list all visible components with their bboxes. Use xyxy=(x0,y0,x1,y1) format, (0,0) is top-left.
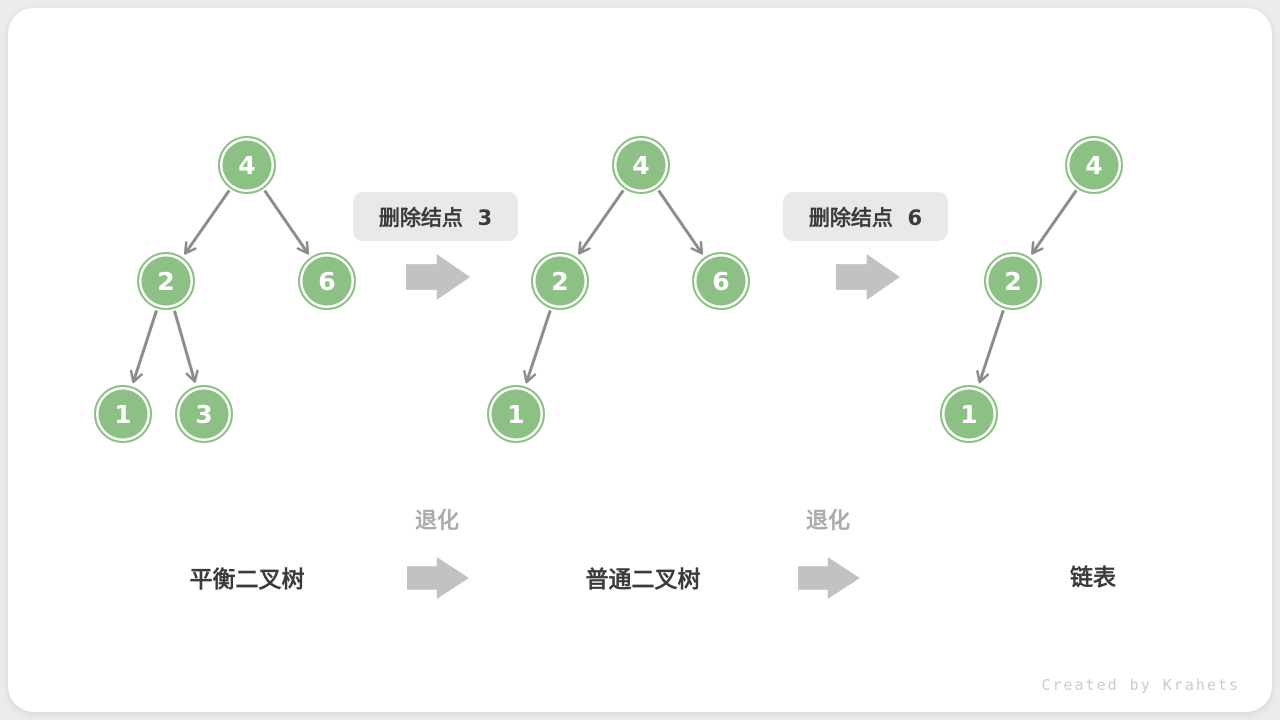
edge-t3-4-2 xyxy=(1030,189,1078,255)
tree3-node-2: 2 xyxy=(984,252,1042,310)
stage-balanced-binary-tree: 平衡二叉树 xyxy=(189,567,305,593)
degenerate-label-1: 退化 xyxy=(414,509,460,534)
edge-t2-2-1 xyxy=(523,309,552,384)
tree1-node-2: 2 xyxy=(137,252,195,310)
tree2-node-6: 6 xyxy=(692,252,750,310)
edge-t2-4-6 xyxy=(657,189,704,255)
delete-node-6-label: 删除结点 6 xyxy=(783,192,948,241)
tree3-node-4: 4 xyxy=(1065,136,1123,194)
stage-ordinary-binary-tree: 普通二叉树 xyxy=(585,567,701,593)
edge-t1-2-3 xyxy=(173,310,199,383)
edge-t3-2-1 xyxy=(976,309,1005,384)
tree2-node-2: 2 xyxy=(531,252,589,310)
edge-t1-2-1 xyxy=(129,310,158,384)
tree2-node-4: 4 xyxy=(612,136,670,194)
stage-linked-list: 链表 xyxy=(1070,565,1116,591)
tree1-node-6: 6 xyxy=(298,252,356,310)
diagram-card xyxy=(8,8,1272,712)
watermark-credit: Created by Krahets xyxy=(1041,676,1240,694)
tree1-node-4: 4 xyxy=(218,136,276,194)
tree2-node-1: 1 xyxy=(487,385,545,443)
edge-t1-4-2 xyxy=(183,189,231,255)
delete-node-3-label: 删除结点 3 xyxy=(353,192,518,241)
edge-t1-4-6 xyxy=(263,189,310,255)
tree1-node-3: 3 xyxy=(175,385,233,443)
tree3-node-1: 1 xyxy=(940,385,998,443)
degenerate-label-2: 退化 xyxy=(805,509,851,534)
edge-t2-4-2 xyxy=(577,189,625,255)
tree1-node-1: 1 xyxy=(94,385,152,443)
